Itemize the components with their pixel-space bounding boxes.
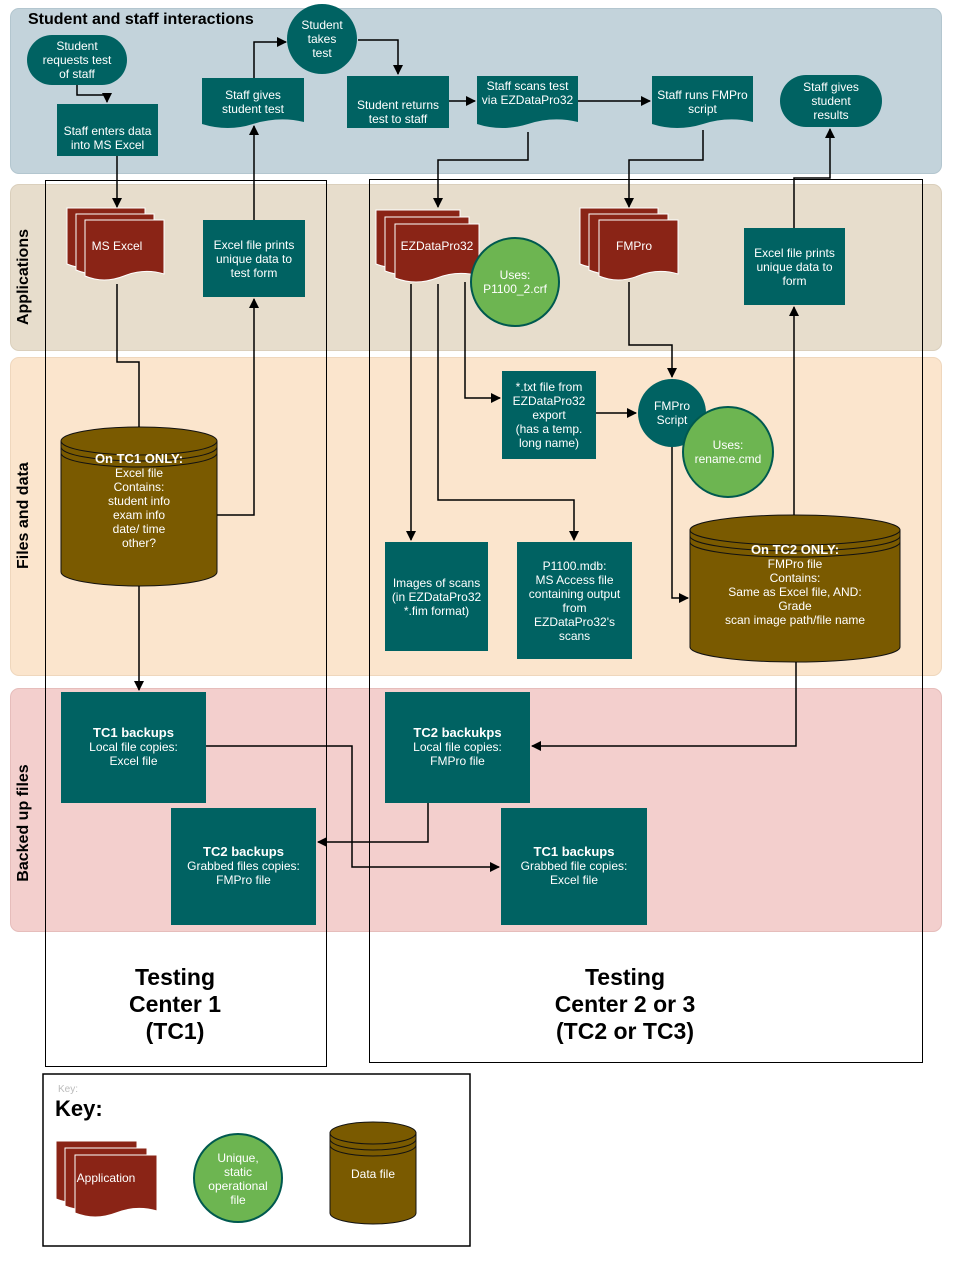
key-unique-file-shape — [193, 1133, 283, 1223]
fmpro-shape — [579, 207, 679, 281]
arrow-scans-to-ezdatapro — [433, 132, 529, 208]
txt-file-shape — [502, 371, 596, 459]
node-tc1-data: On TC1 ONLY: Excel file Contains: studen… — [94, 451, 184, 551]
key-application-shape — [55, 1140, 158, 1218]
node-excel-prints-tc2: Excel file prints unique data to form — [754, 245, 835, 288]
node-tc1-backups-grabbed: TC1 backups Grabbed file copies: Excel f… — [520, 844, 628, 888]
node-txt-file: *.txt file from EZDataPro32 export (has … — [512, 380, 586, 450]
staff-runs-shape — [652, 76, 753, 128]
node-tc2-backups-local: TC2 backukps Local file copies: FMPro fi… — [413, 725, 502, 769]
student-takes-shape — [287, 4, 357, 74]
arrow-tc2data-to-backup — [531, 662, 797, 751]
tc1-data-cylinder — [60, 426, 218, 587]
node-p1100-mdb: P1100.mdb: MS Access file containing out… — [528, 558, 621, 643]
node-tc2-data: On TC2 ONLY: FMPro file Contains: Same a… — [724, 542, 866, 628]
key-application-label: Application — [76, 1171, 136, 1185]
testing-center-2-label: Testing Center 2 or 3 (TC2 or TC3) — [554, 964, 696, 1044]
node-images-scans: Images of scans (in EZDataPro32 *.fim fo… — [391, 575, 482, 618]
staff-enters-shape — [57, 104, 158, 156]
node-staff-gives-test: Staff gives student test — [221, 88, 285, 116]
student-requests-shape — [27, 35, 127, 85]
tc2-backups-local-shape — [385, 692, 530, 803]
images-scans-shape — [385, 542, 488, 651]
node-staff-gives-results: Staff gives student results — [803, 80, 859, 122]
node-student-takes: Student takes test — [301, 18, 343, 60]
arrow-tc2backup-to-grabbed — [317, 803, 429, 847]
arrow-takes-to-returns — [358, 39, 403, 75]
node-staff-runs: Staff runs FMPro script — [657, 88, 748, 116]
node-fmpro: FMPro — [616, 239, 652, 253]
node-fmpro-script: FMPro Script — [654, 399, 690, 427]
node-student-requests: Student requests test of staff — [42, 39, 112, 81]
p1100-mdb-shape — [517, 542, 632, 659]
node-uses-p1100: Uses: P1100_2.crf — [483, 268, 547, 296]
excel-prints-tc2-shape — [744, 228, 845, 305]
key-data-file-cylinder — [329, 1121, 417, 1225]
arrow-tc1data-to-prints — [217, 298, 259, 516]
key-title: Key: — [55, 1096, 103, 1121]
testing-center-2-box — [369, 179, 923, 1063]
arrow-ez-to-mdb — [437, 284, 579, 541]
staff-gives-test-shape — [202, 78, 304, 128]
ezdatapro-shape — [375, 209, 480, 283]
node-staff-scans: Staff scans test via EZDataPro32 — [481, 79, 574, 107]
tc1-backups-local-shape — [61, 692, 206, 803]
excel-prints-tc1-shape — [203, 220, 305, 297]
node-excel-prints-tc1: Excel file prints unique data to test fo… — [213, 237, 295, 280]
staff-gives-results-shape — [780, 75, 882, 127]
arrow-script-to-tc2data — [671, 447, 689, 603]
arrow-tc1backup-to-grabbed — [206, 745, 500, 872]
node-tc1-backups-local: TC1 backups Local file copies: Excel fil… — [89, 725, 178, 769]
node-staff-enters: Staff enters data into MS Excel — [63, 124, 152, 152]
arrow-gives-to-takes — [253, 37, 287, 78]
tc2-data-cylinder — [689, 514, 901, 663]
uses-p1100-shape — [470, 237, 560, 327]
key-small-label: Key: — [58, 1084, 79, 1095]
tc1-backups-grabbed-shape — [501, 808, 647, 925]
node-ms-excel: MS Excel — [91, 239, 143, 253]
tc2-backups-grabbed-shape — [171, 808, 316, 925]
student-returns-shape — [347, 76, 449, 128]
testing-center-1-box — [45, 180, 327, 1067]
key-data-file-label: Data file — [350, 1167, 396, 1181]
node-tc2-backups-grabbed: TC2 backups Grabbed files copies: FMPro … — [187, 844, 300, 888]
arrow-ez-to-txt — [464, 282, 501, 403]
staff-scans-shape — [477, 76, 578, 128]
node-ezdatapro: EZDataPro32 — [400, 239, 474, 253]
arrow-runs-to-fmpro — [624, 130, 704, 208]
lane-title-student-staff: Student and staff interactions — [28, 11, 254, 28]
uses-rename-shape — [682, 406, 774, 498]
arrow-request-to-enter — [76, 85, 112, 103]
node-student-returns: Student returns test to staff — [356, 98, 440, 126]
key-unique-file-label: Unique, static operational file — [208, 1151, 268, 1207]
arrow-fmpro-to-script — [628, 282, 677, 378]
line-msexcel-to-tc1data — [116, 284, 140, 427]
arrow-prints2-to-results — [793, 128, 835, 228]
node-uses-rename: Uses: rename.cmd — [694, 438, 762, 466]
testing-center-1-label: Testing Center 1 (TC1) — [128, 964, 222, 1044]
ms-excel-shape — [66, 207, 165, 281]
